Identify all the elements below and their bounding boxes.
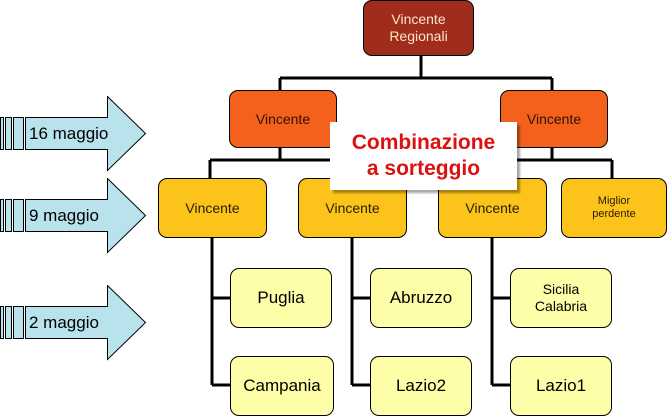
arrow-right-icon	[0, 285, 147, 361]
node-label: Vincente	[391, 11, 446, 28]
draw-note: Combinazione a sorteggio	[330, 122, 517, 190]
node-label: Sicilia	[542, 281, 580, 298]
node-team-campania: Campania	[230, 356, 334, 416]
node-label: Lazio1	[535, 375, 587, 395]
node-semifinal-right: Vincente	[500, 90, 608, 148]
node-regional-winner: Vincente Regionali	[363, 0, 474, 56]
node-team-lazio2: Lazio2	[370, 356, 472, 416]
node-label: Campania	[243, 375, 321, 395]
date-arrow-9-maggio: 9 maggio	[0, 178, 150, 254]
node-label: Lazio2	[395, 375, 447, 395]
node-label: Calabria	[534, 298, 588, 314]
node-label: Vincente	[185, 199, 240, 216]
node-team-sicilia-calabria: Sicilia Calabria	[510, 268, 612, 328]
node-label: Miglior	[597, 194, 631, 207]
node-label: Vincente	[526, 110, 582, 127]
node-quarterfinal-1: Vincente	[158, 178, 267, 238]
node-team-puglia: Puglia	[230, 268, 332, 328]
arrow-right-icon	[0, 178, 147, 254]
date-label: 9 maggio	[29, 206, 99, 225]
node-team-lazio1: Lazio1	[510, 356, 612, 416]
node-label: perdente	[592, 208, 636, 220]
node-label: Vincente	[465, 199, 520, 216]
node-team-abruzzo: Abruzzo	[370, 268, 472, 328]
node-label: Puglia	[257, 287, 305, 307]
node-label: Abruzzo	[389, 287, 453, 307]
node-best-loser: Miglior perdente	[561, 178, 667, 238]
draw-note-line: Combinazione	[351, 130, 496, 154]
node-semifinal-left: Vincente	[229, 90, 337, 148]
node-label: Vincente	[255, 110, 311, 127]
date-arrow-16-maggio: 16 maggio	[0, 96, 150, 172]
draw-note-line: a sorteggio	[366, 157, 481, 180]
date-arrow-2-maggio: 2 maggio	[0, 285, 150, 361]
node-label: Regionali	[389, 28, 448, 44]
node-label: Vincente	[325, 199, 380, 216]
date-label: 2 maggio	[29, 313, 99, 332]
date-label: 16 maggio	[29, 124, 109, 143]
arrow-right-icon	[0, 96, 147, 172]
